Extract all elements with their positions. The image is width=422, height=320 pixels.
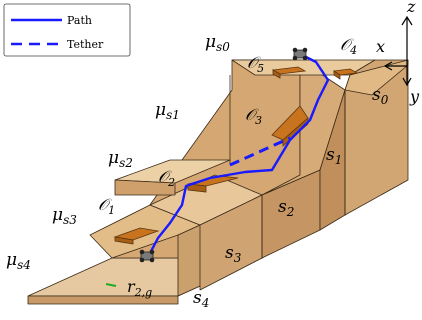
surface-s4-front (27, 295, 179, 305)
top-s0-face (344, 59, 409, 96)
obstacle-label-o4: 𝒪4 (340, 35, 357, 57)
axes (383, 15, 413, 87)
obstacle-label-o1: 𝒪1 (98, 195, 115, 217)
axis-x-label: x (376, 37, 385, 56)
goal-marker (105, 283, 117, 287)
obstacle-label-o5: 𝒪5 (247, 53, 264, 75)
tether-line (229, 136, 291, 167)
goal-label: r2,g (127, 277, 152, 299)
friction-label-s3: μs3 (52, 205, 77, 227)
legend-path-label: Path (67, 14, 92, 27)
robot-top (292, 47, 308, 61)
obstacle-o4-side (333, 70, 341, 80)
surface-label-s0: s0 (372, 85, 389, 107)
path-line (146, 52, 330, 258)
surface-label-s3: s3 (225, 243, 242, 265)
legend: Path Tether (3, 3, 131, 57)
surface-label-s4: s4 (193, 288, 209, 310)
friction-label-s0: μs0 (205, 32, 230, 54)
step-o2-front (114, 179, 176, 196)
axis-z-label: z (406, 0, 416, 16)
obstacle-o2-side (187, 183, 207, 193)
obstacle-o1-side (114, 236, 134, 245)
robot-bottom (139, 249, 155, 263)
axis-y-label: y (409, 87, 420, 106)
obstacles (113, 66, 359, 245)
friction-label-s4: μs4 (6, 250, 31, 272)
surface-label-s2: s2 (278, 197, 294, 219)
obstacle-o5-side (272, 69, 281, 79)
surface-label-s1: s1 (326, 145, 342, 167)
friction-label-s2: μs2 (108, 148, 133, 170)
legend-tether-label: Tether (67, 38, 104, 51)
friction-label-s1: μs1 (155, 100, 180, 122)
